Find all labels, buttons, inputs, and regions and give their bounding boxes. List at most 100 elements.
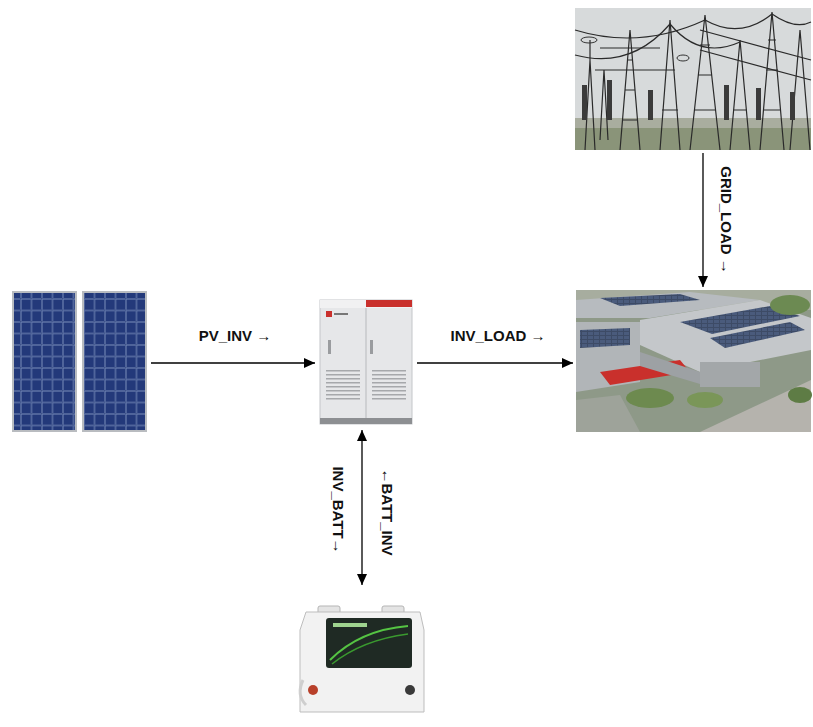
illustration-part	[576, 395, 640, 432]
illustration-part	[372, 382, 406, 384]
illustration-part	[12, 291, 77, 432]
illustration-part	[372, 398, 406, 400]
illustration-part	[14, 293, 75, 430]
illustration-part	[372, 374, 406, 376]
load-node	[576, 290, 811, 432]
illustration-part	[326, 311, 332, 317]
edge-label: INV_LOAD →	[448, 327, 547, 345]
illustration-part	[82, 291, 147, 432]
illustration-part	[690, 15, 720, 150]
connector	[417, 358, 573, 368]
illustration-part	[710, 322, 805, 348]
factory-photo	[576, 290, 812, 432]
illustration-part	[770, 295, 810, 315]
pv-node	[12, 290, 148, 432]
illustration-part	[405, 685, 415, 695]
illustration-part	[626, 388, 674, 408]
arrow-head	[304, 358, 315, 368]
connector	[698, 153, 708, 287]
arrow-head	[357, 574, 367, 585]
illustration-part	[575, 14, 811, 38]
illustration-part	[326, 370, 406, 400]
illustration-part	[326, 382, 360, 384]
illustration-part	[372, 386, 406, 388]
illustration-part	[700, 380, 811, 432]
illustration-part	[320, 300, 412, 308]
illustration-part	[790, 30, 810, 150]
solar-panels	[12, 291, 147, 432]
illustration-part	[730, 40, 750, 150]
illustration-part	[788, 387, 812, 403]
illustration-part	[582, 85, 587, 120]
illustration-part	[326, 390, 360, 392]
illustration-part	[326, 378, 360, 380]
illustration-part	[580, 328, 630, 348]
illustration-part	[582, 80, 795, 120]
connector-line	[151, 362, 315, 363]
illustration-part	[334, 313, 348, 315]
signal-label: ←BATT_INV	[378, 466, 396, 557]
illustration-part	[328, 340, 331, 354]
edge-label: INV_BATT→	[329, 464, 347, 555]
illustration-part	[326, 370, 360, 372]
illustration-part	[372, 370, 406, 372]
illustration-part	[724, 85, 729, 120]
edge-label: GRID_LOAD →	[717, 164, 735, 276]
inverter-node	[318, 297, 414, 427]
illustration-part	[575, 12, 811, 150]
arrow-head	[357, 430, 367, 441]
substation-photo	[575, 8, 811, 150]
illustration-part	[320, 300, 412, 424]
illustration-part	[372, 394, 406, 396]
illustration-part	[687, 392, 723, 408]
illustration-part	[677, 55, 689, 61]
arrow-head	[698, 276, 708, 287]
illustration-part	[326, 394, 360, 396]
illustration-part	[760, 12, 784, 150]
battery-node	[290, 588, 432, 725]
connector	[151, 358, 315, 368]
illustration-part	[300, 680, 306, 705]
illustration-part	[581, 37, 597, 43]
illustration-part	[84, 293, 145, 430]
battery	[300, 606, 424, 712]
illustration-part	[607, 80, 612, 120]
illustration-part	[790, 92, 795, 120]
illustration-part	[366, 308, 367, 418]
illustration-part	[575, 24, 740, 59]
illustration-part	[600, 70, 608, 140]
illustration-part	[700, 30, 811, 80]
illustration-part	[300, 612, 424, 712]
connector-line	[361, 430, 362, 585]
illustration-part	[332, 634, 408, 664]
illustration-part	[326, 386, 360, 388]
illustration-part	[308, 685, 318, 695]
illustration-part	[326, 618, 412, 668]
connector-line	[702, 153, 703, 287]
connector	[357, 430, 367, 585]
illustration-part	[756, 88, 761, 120]
connector-line	[417, 362, 573, 363]
illustration-part	[660, 20, 680, 150]
inverter-cabinet	[320, 300, 412, 424]
illustration-part	[366, 300, 412, 307]
edge-label: PV_INV →	[197, 327, 274, 345]
illustration-part	[372, 378, 406, 380]
illustration-part	[575, 125, 811, 150]
grid-node	[575, 8, 811, 150]
illustration-part	[326, 398, 360, 400]
illustration-part	[640, 352, 700, 384]
illustration-part	[575, 8, 811, 150]
illustration-part	[333, 623, 367, 627]
illustration-part	[648, 90, 653, 120]
illustration-part	[370, 340, 373, 354]
arrow-head	[562, 358, 573, 368]
illustration-part	[372, 390, 406, 392]
illustration-part	[600, 294, 700, 306]
illustration-part	[320, 418, 412, 424]
illustration-part	[326, 374, 360, 376]
illustration-part	[576, 290, 811, 432]
illustration-part	[700, 362, 760, 387]
